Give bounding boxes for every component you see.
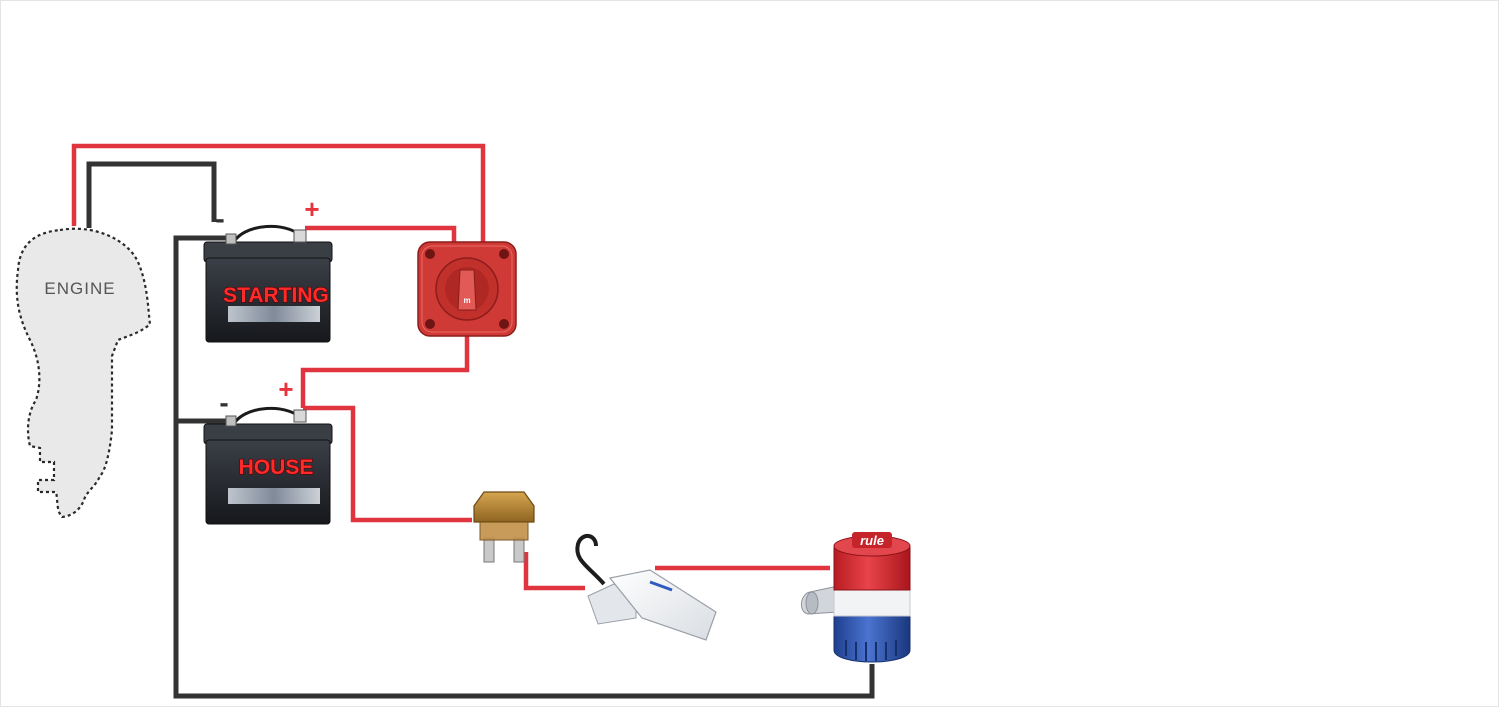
starting-negative-terminal [225,233,237,245]
house-negative-terminal [225,415,237,427]
fuse [473,491,535,563]
float-switch [575,534,717,641]
pump-brand-badge [852,532,892,548]
starting-battery-label: STARTING [223,284,329,307]
battery-switch-bevel [421,245,513,333]
engine-ground-wire [86,161,217,228]
negative-wires [86,161,875,699]
house-battery-body [205,439,331,525]
house-negative-sign: - [219,387,228,418]
starting-battery-strip [228,306,320,322]
pump-white-band [833,589,911,617]
house-to-fuse-wire [303,405,472,523]
switch-screw-icon [425,319,435,329]
house-battery: HOUSE [203,406,333,525]
engine-outline [15,227,152,519]
switch-to-house-wire [300,335,470,408]
starting-positive-sign: + [304,194,319,224]
fuse-left-blade [483,537,495,563]
starting-negative-sign: - [215,203,224,234]
switch-screw-icon [425,249,435,259]
switch-screw-icon [499,249,509,259]
switch-screw-icon [499,319,509,329]
engine-positive-wire [71,143,486,244]
house-battery-label: HOUSE [239,456,314,479]
pump-base [833,611,911,663]
switch-center-mark: m [463,296,470,305]
starting-battery: STARTING [203,224,333,343]
switch-knob [457,269,477,311]
battery-switch: m [417,241,517,337]
house-positive-sign: + [278,374,293,404]
starting-positive-terminal [293,229,307,243]
float-switch-arm [608,569,717,641]
fuse-right-blade [513,537,525,563]
ground-bus-wire [173,235,875,699]
float-switch-logo [649,580,673,592]
house-positive-terminal [293,409,307,423]
pump-brand-label: rule [860,533,884,548]
fuse-to-float-wire [523,552,585,591]
engine: ENGINE [15,227,152,519]
fuse-window [479,521,529,541]
starting-positive-wire [305,225,457,246]
positive-wires [71,143,830,591]
house-battery-strip [228,488,320,504]
bilge-pump: rule [801,532,911,663]
float-switch-cable [575,534,606,586]
pump-strainer-slots [845,640,897,661]
fuse-body [473,491,535,523]
pump-outlet-mouth [805,591,819,615]
engine-label: ENGINE [44,279,115,298]
